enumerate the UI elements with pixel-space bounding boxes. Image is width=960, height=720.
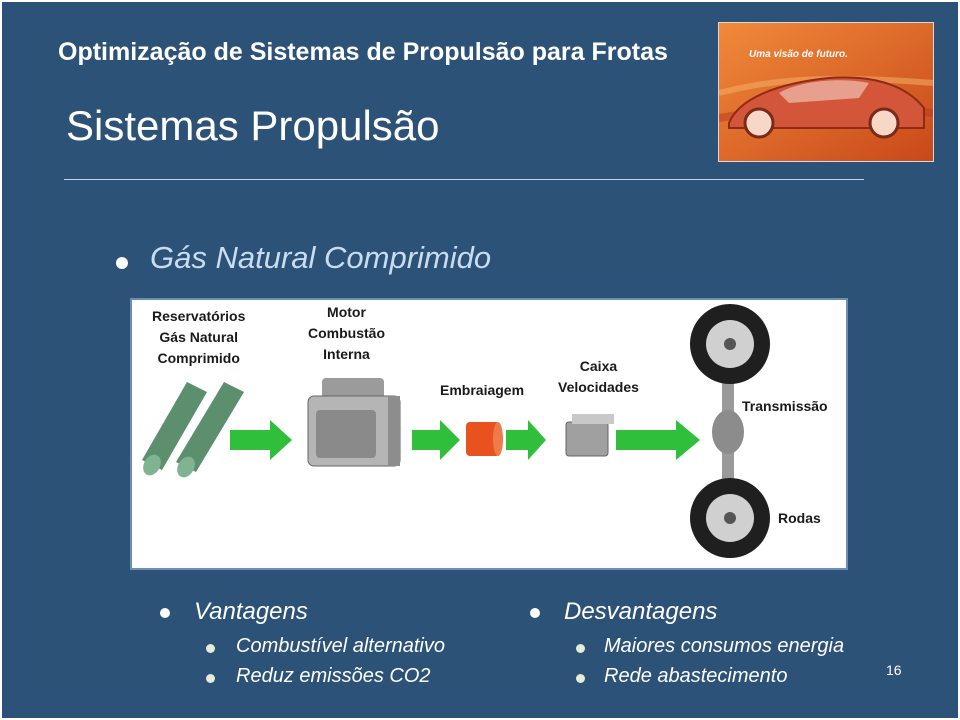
sub-bullet-icon	[576, 674, 585, 683]
page-title: Sistemas Propulsão	[66, 102, 440, 149]
advantage-item: Reduz emissões CO2	[236, 665, 431, 687]
bullet-icon	[530, 608, 540, 618]
sub-bullet-icon	[576, 644, 585, 653]
topic-heading: Gás Natural Comprimido	[150, 240, 492, 275]
advantages-heading: Vantagens	[194, 598, 308, 625]
title-divider	[64, 179, 864, 180]
advantage-item: Combustível alternativo	[236, 635, 445, 657]
disadvantage-item: Maiores consumos energia	[604, 635, 845, 657]
page-number: 16	[886, 662, 902, 678]
propulsion-diagram: Reservatórios Gás Natural Comprimido Mot…	[130, 298, 848, 570]
gas-tanks-icon	[142, 382, 244, 478]
wheels-label: Rodas	[778, 510, 821, 526]
gearbox-icon	[565, 414, 614, 457]
bullet-icon	[160, 608, 170, 618]
presentation-title: Optimização de Sistemas de Propulsão par…	[58, 38, 668, 66]
sub-bullet-icon	[206, 674, 215, 683]
clutch-label: Embraiagem	[440, 382, 525, 398]
disadvantage-item: Rede abastecimento	[604, 665, 788, 687]
disadvantages-heading: Desvantagens	[564, 598, 718, 625]
logo-text: Uma visão de futuro.	[749, 49, 848, 60]
sub-bullet-icon	[206, 644, 215, 653]
clutch-icon	[466, 422, 503, 456]
engine-label: Motor Combustão Interna	[308, 304, 385, 362]
gearbox-label: Caixa Velocidades	[558, 358, 639, 395]
wheel-icon	[690, 304, 770, 558]
car-logo-image: Uma visão de futuro.	[718, 22, 934, 162]
tanks-label: Reservatórios Gás Natural Comprimido	[152, 308, 246, 366]
flow-arrow-icons	[230, 420, 700, 460]
engine-icon	[307, 378, 401, 467]
bullet-icon	[116, 257, 128, 269]
transmission-label: Transmissão	[742, 398, 828, 414]
diagram-graphic	[142, 304, 770, 558]
